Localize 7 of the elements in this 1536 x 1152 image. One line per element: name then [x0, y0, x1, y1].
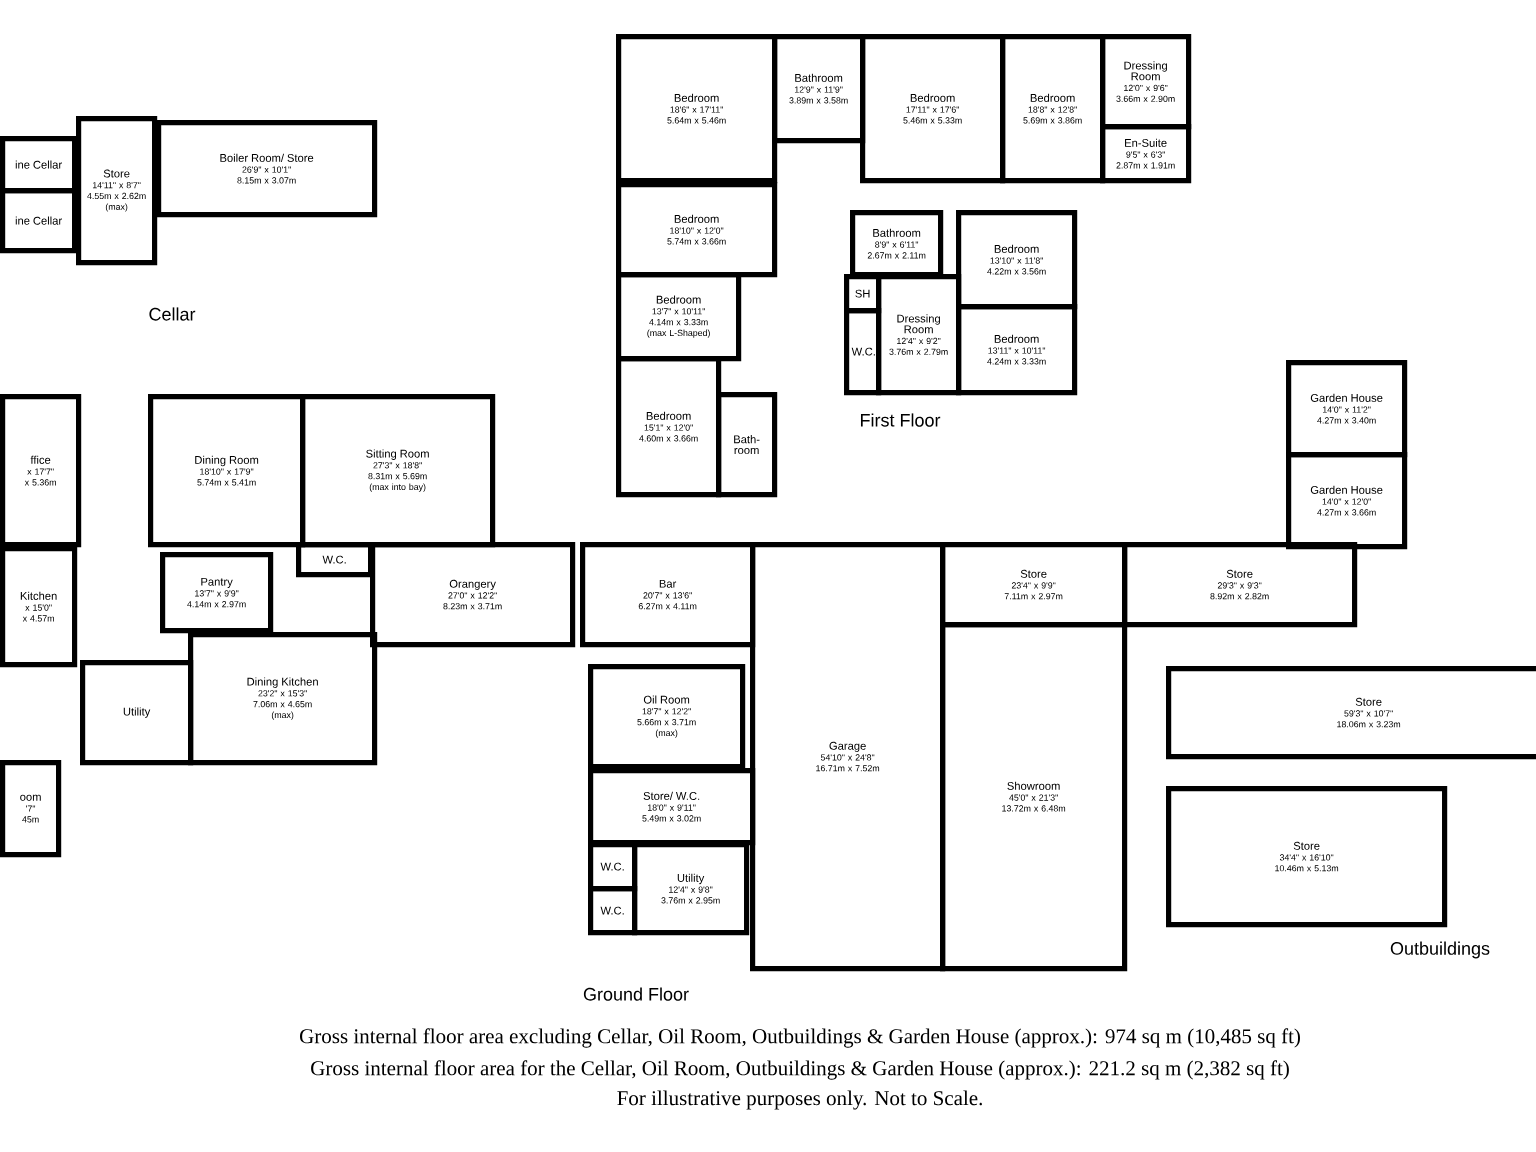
floor-label: Ground Floor [583, 987, 689, 1001]
area-note: Gross internal floor area for the Cellar, Oil Room, Outbuildings & Garden House (approx.): 221.2 sq m (2,382 sq ft) [311, 1060, 1289, 1080]
floor-label: First Floor [861, 413, 941, 427]
floor-label: Outbuildings [1390, 941, 1490, 959]
area-note: Gross internal floor area excluding Cellar, Oil Room, Outbuildings & Garden House (approx.): 974 sq m (10,485 sq ft) [300, 1028, 1300, 1048]
area-note: For illustrative purposes only. Not to Scale. [617, 1090, 982, 1110]
floor-label: Cellar [149, 307, 196, 321]
